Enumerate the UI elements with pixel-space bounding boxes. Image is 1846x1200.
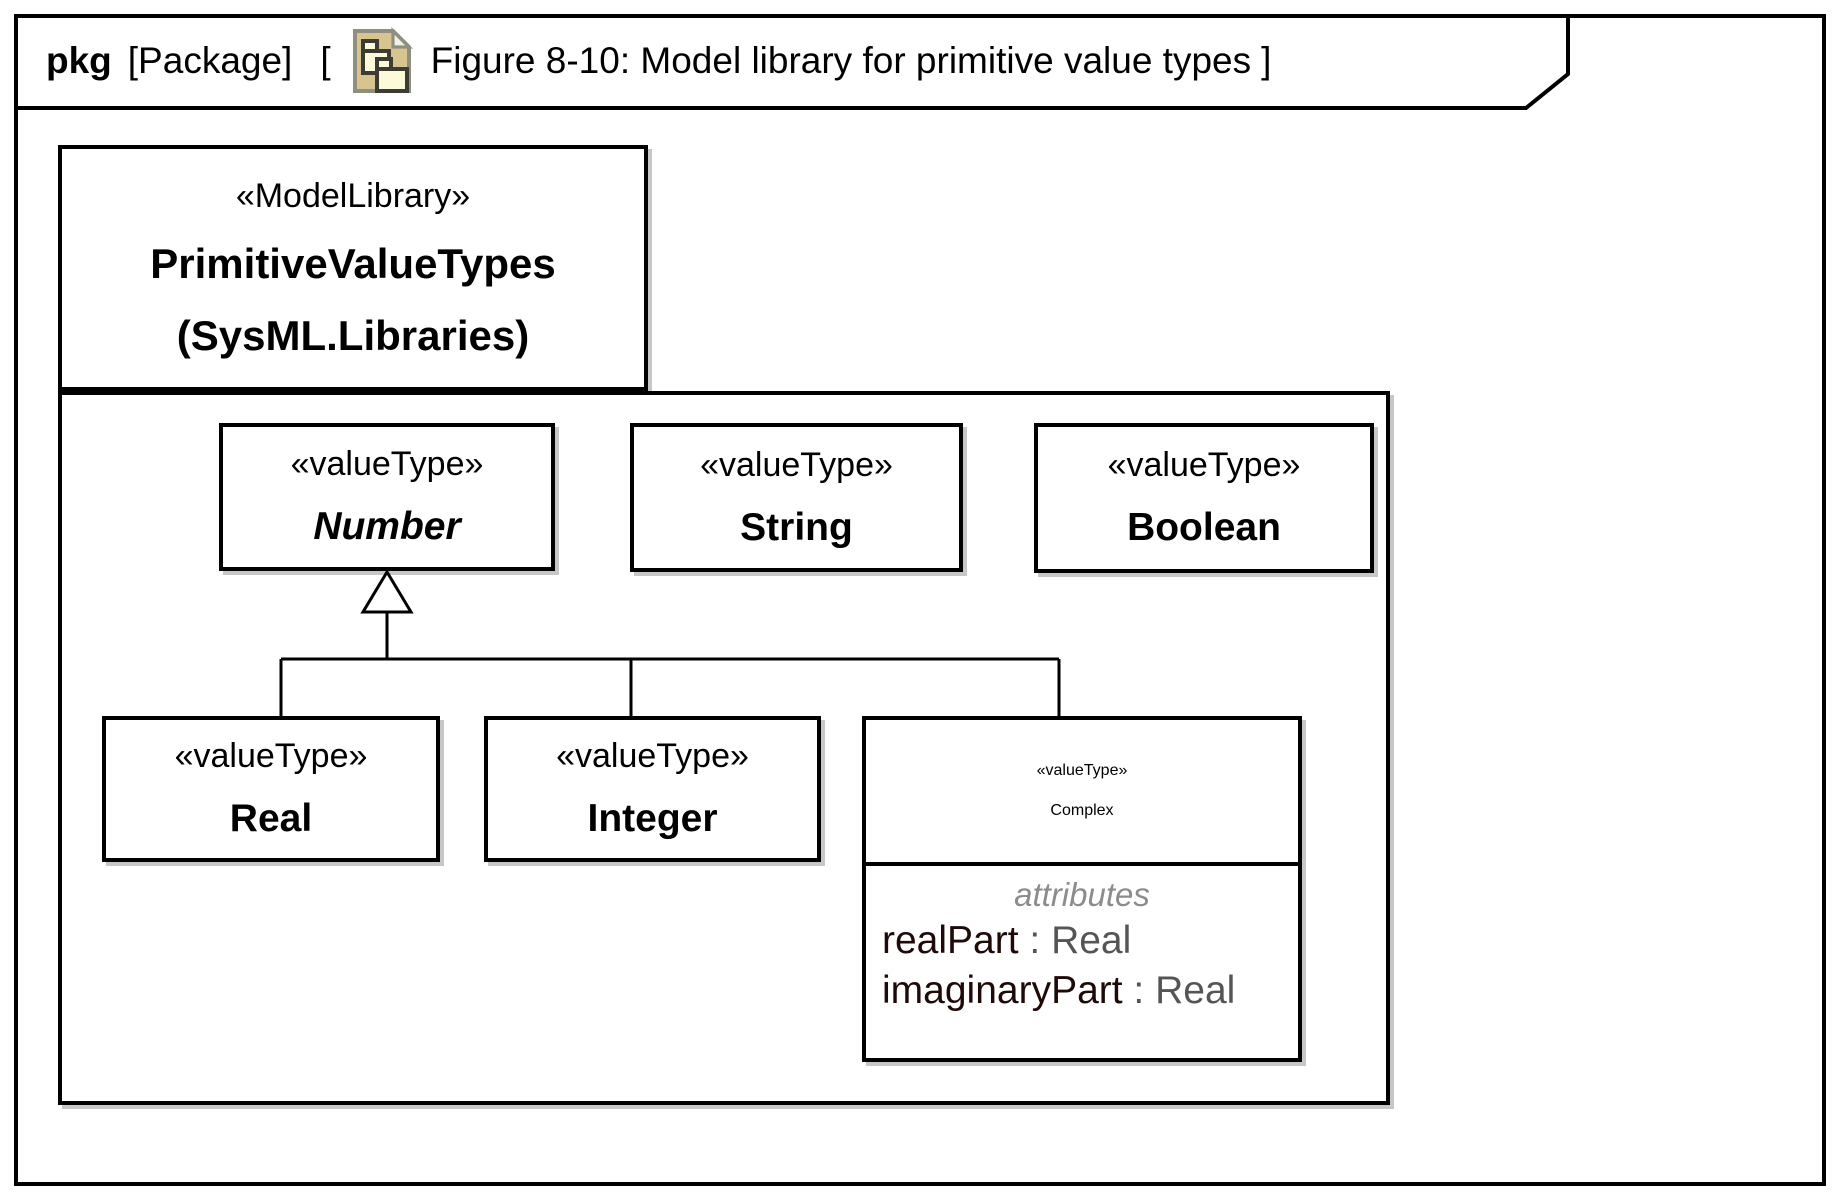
package-diagram-icon (352, 27, 413, 93)
valuetype-string: «valueType» String (630, 423, 963, 572)
attribute-realpart-name: realPart (882, 919, 1019, 962)
package-name: PrimitiveValueTypes (150, 240, 556, 287)
valuetype-complex: «valueType» Complex attributes realPart … (862, 716, 1302, 1062)
valuetype-real-name: Real (229, 797, 313, 840)
valuetype-complex-name: Complex (1050, 802, 1114, 819)
valuetype-integer-stereotype: «valueType» (556, 737, 749, 775)
package-qualifier: (SysML.Libraries) (176, 312, 530, 359)
package-stereotype: «ModelLibrary» (235, 177, 471, 215)
attribute-imaginarypart: imaginaryPart : Real (866, 966, 1298, 1016)
frame-keyword: pkg (46, 40, 112, 81)
valuetype-complex-header: «valueType» Complex (866, 720, 1298, 862)
frame-kind: [Package] (127, 40, 293, 81)
valuetype-boolean-stereotype: «valueType» (1107, 446, 1301, 484)
frame-open-bracket: [ (320, 40, 331, 81)
frame-title: pkg [Package] [ Figure 8-10: Model libra… (14, 14, 1534, 108)
attributes-compartment-label: attributes (1014, 876, 1150, 913)
valuetype-boolean-name: Boolean (1127, 506, 1281, 549)
valuetype-complex-stereotype: «valueType» (1036, 762, 1128, 779)
frame-title-text: Figure 8-10: Model library for primitive… (430, 40, 1252, 81)
valuetype-string-name: String (740, 505, 853, 549)
valuetype-complex-attributes-compartment: attributes realPart : Real imaginaryPart… (866, 862, 1298, 1058)
valuetype-number-stereotype: «valueType» (290, 445, 484, 483)
valuetype-integer: «valueType» Integer (484, 716, 821, 862)
valuetype-number-name: Number (313, 505, 461, 548)
valuetype-real: «valueType» Real (102, 716, 440, 862)
attribute-imaginarypart-name: imaginaryPart (882, 969, 1123, 1012)
package-header: «ModelLibrary» PrimitiveValueTypes (SysM… (58, 145, 648, 391)
attribute-realpart-separator: : (1018, 919, 1052, 962)
valuetype-string-stereotype: «valueType» (700, 445, 893, 484)
valuetype-number: «valueType» Number (219, 423, 555, 571)
valuetype-real-stereotype: «valueType» (174, 737, 368, 775)
attribute-realpart-type: Real (1051, 919, 1132, 962)
frame-close-bracket: ] (1261, 40, 1272, 81)
valuetype-boolean: «valueType» Boolean (1034, 423, 1374, 573)
valuetype-integer-name: Integer (587, 797, 718, 840)
attribute-imaginarypart-separator: : (1122, 969, 1156, 1012)
attribute-realpart: realPart : Real (866, 916, 1298, 966)
attribute-imaginarypart-type: Real (1155, 969, 1236, 1012)
